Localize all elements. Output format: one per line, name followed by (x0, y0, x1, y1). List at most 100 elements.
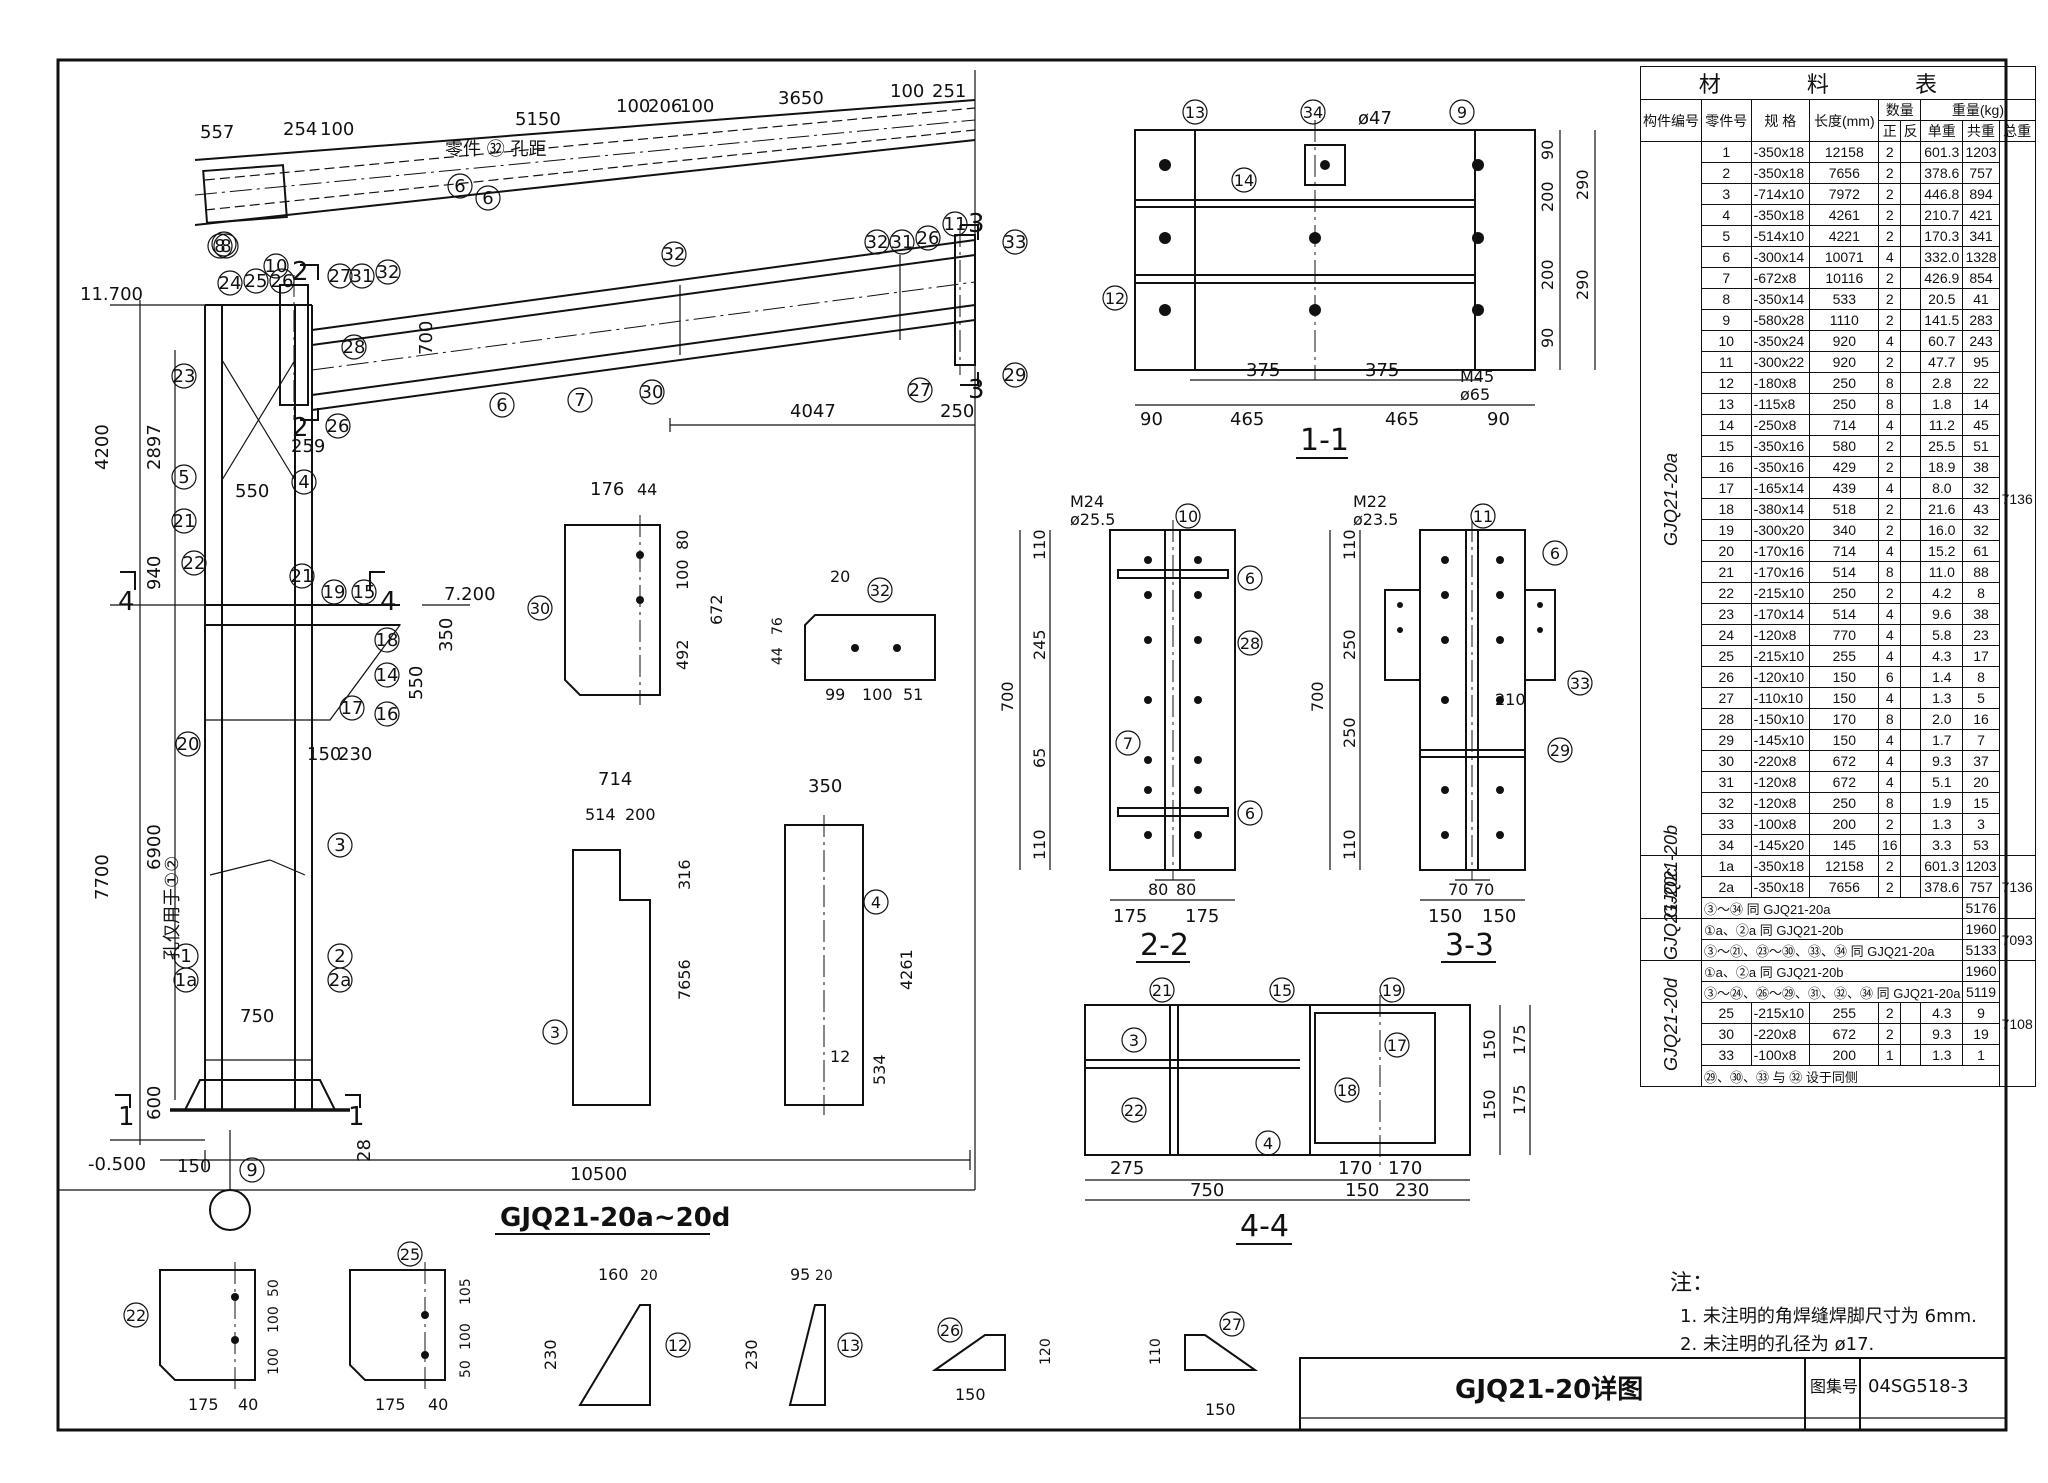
cell-qty-pos: 16 (1878, 834, 1902, 856)
cell-qty-neg (1900, 561, 1922, 583)
section-3-3: 11 6 33 29 M22 ø23.5 150 150 70 70 700 2… (1308, 492, 1593, 963)
group-note: ③～㉞ 同 GJQ21-20a (1700, 897, 1964, 919)
cell-qty-pos: 2 (1878, 183, 1902, 205)
cell-sub-w: 88 (1962, 561, 2000, 583)
cell-qty-neg (1900, 729, 1922, 751)
dim-550: 550 (235, 481, 269, 502)
col-part-no: 零件号 (1701, 99, 1752, 142)
elevation-bottom: -0.500 (88, 1154, 146, 1175)
cell-sub-w: 17 (1962, 645, 2000, 667)
cell-spec: -170x14 (1750, 603, 1811, 625)
cell-part-no: 4 (1701, 204, 1752, 226)
group-name: GJQ21-20a (1640, 141, 1702, 856)
cell-spec: -215x10 (1750, 1002, 1811, 1024)
cell-qty-neg (1900, 141, 1922, 163)
cell-sub-w: 421 (1962, 204, 2000, 226)
detail-part-12: 12 160 20 230 (541, 1265, 691, 1406)
svg-text:10: 10 (265, 256, 288, 277)
svg-text:12: 12 (1105, 289, 1125, 308)
cell-spec: -300x20 (1750, 519, 1811, 541)
svg-text:17: 17 (341, 698, 364, 719)
col-qty-neg: 反 (1900, 120, 1922, 142)
p3-dim-200: 200 (625, 805, 656, 824)
cell-sub-w: 757 (1962, 162, 2000, 184)
svg-text:11: 11 (1473, 507, 1493, 526)
cell-qty-pos: 2 (1878, 141, 1902, 163)
dim-4200: 4200 (92, 424, 113, 470)
section-2-2: 10 6 28 7 6 M24 ø25.5 175 175 80 80 700 … (998, 492, 1263, 963)
cell-part-no: 33 (1701, 1044, 1752, 1066)
p30-dim-44: 44 (637, 480, 657, 499)
cell-unit-w: 601.3 (1920, 855, 1964, 877)
cell-part-no: 31 (1701, 771, 1752, 793)
dim-150-base: 150 (177, 1156, 211, 1177)
section-2-2-label: 2-2 (1140, 928, 1189, 963)
cell-qty-neg (1900, 813, 1922, 835)
cell-length: 672 (1809, 1023, 1880, 1045)
cell-qty-pos: 2 (1878, 204, 1902, 226)
cell-part-no: 19 (1701, 519, 1752, 541)
cell-part-no: 28 (1701, 708, 1752, 730)
dim-259: 259 (291, 436, 325, 457)
s3-dim-250b: 250 (1340, 717, 1359, 748)
cell-length: 514 (1809, 561, 1880, 583)
cell-length: 429 (1809, 456, 1880, 478)
s4-dim-750: 750 (1190, 1180, 1224, 1201)
cell-unit-w: 9.3 (1920, 1023, 1964, 1045)
svg-text:11: 11 (944, 214, 967, 235)
cell-part-no: 16 (1701, 456, 1752, 478)
cell-unit-w: 1.3 (1920, 813, 1964, 835)
hole-note: 孔仅用于①② (162, 856, 183, 960)
dim-3650: 3650 (778, 88, 824, 109)
svg-text:15: 15 (1272, 981, 1292, 1000)
col-spec: 规 格 (1750, 99, 1811, 142)
svg-text:21: 21 (291, 566, 314, 587)
cell-spec: -350x18 (1750, 204, 1811, 226)
svg-text:17: 17 (1387, 1036, 1407, 1055)
cell-qty-neg (1900, 204, 1922, 226)
cell-spec: -350x18 (1750, 876, 1811, 898)
cell-unit-w: 2.0 (1920, 708, 1964, 730)
cell-length: 12158 (1809, 141, 1880, 163)
cell-sub-w: 95 (1962, 351, 2000, 373)
s1-dim-375a: 375 (1246, 360, 1280, 381)
cell-qty-neg (1900, 414, 1922, 436)
cell-qty-neg (1900, 225, 1922, 247)
dim-100a: 100 (320, 119, 354, 140)
cell-spec: -150x10 (1750, 708, 1811, 730)
cell-part-no: 32 (1701, 792, 1752, 814)
cell-sub-w: 16 (1962, 708, 2000, 730)
p30-dim-672: 672 (707, 594, 726, 625)
s4-dim-150: 150 (1345, 1180, 1379, 1201)
col-qty-pos: 正 (1878, 120, 1902, 142)
cell-part-no: 9 (1701, 309, 1752, 331)
group-note: ㉙、㉚、㉝ 与 ㉜ 设于同侧 (1701, 1065, 2000, 1087)
svg-text:33: 33 (1570, 674, 1590, 693)
p22-dim-100a: 100 (266, 1306, 282, 1333)
section-3-3-label: 3-3 (1445, 928, 1494, 963)
p32-dim-99: 99 (825, 685, 845, 704)
s2-dim-175b: 175 (1185, 906, 1219, 927)
group-note-weight: 5133 (1962, 939, 2000, 961)
detail-part-27: 27 110 150 (1148, 1311, 1259, 1419)
cell-sub-w: 45 (1962, 414, 2000, 436)
cell-sub-w: 41 (1962, 288, 2000, 310)
cell-qty-neg (1900, 624, 1922, 646)
svg-text:6: 6 (454, 176, 465, 197)
dim-250: 250 (940, 401, 974, 422)
cell-qty-neg (1900, 792, 1922, 814)
cell-qty-pos: 8 (1878, 372, 1902, 394)
svg-text:32: 32 (377, 262, 400, 283)
cell-length: 533 (1809, 288, 1880, 310)
section-4-4-label: 4-4 (1240, 1209, 1289, 1244)
col-qty: 数量 (1878, 99, 1922, 121)
cell-spec: -350x16 (1750, 456, 1811, 478)
main-frame-elevation (110, 99, 979, 1231)
cell-length: 10071 (1809, 246, 1880, 268)
cell-qty-pos: 6 (1878, 666, 1902, 688)
cell-part-no: 24 (1701, 624, 1752, 646)
dim-4047: 4047 (790, 401, 836, 422)
